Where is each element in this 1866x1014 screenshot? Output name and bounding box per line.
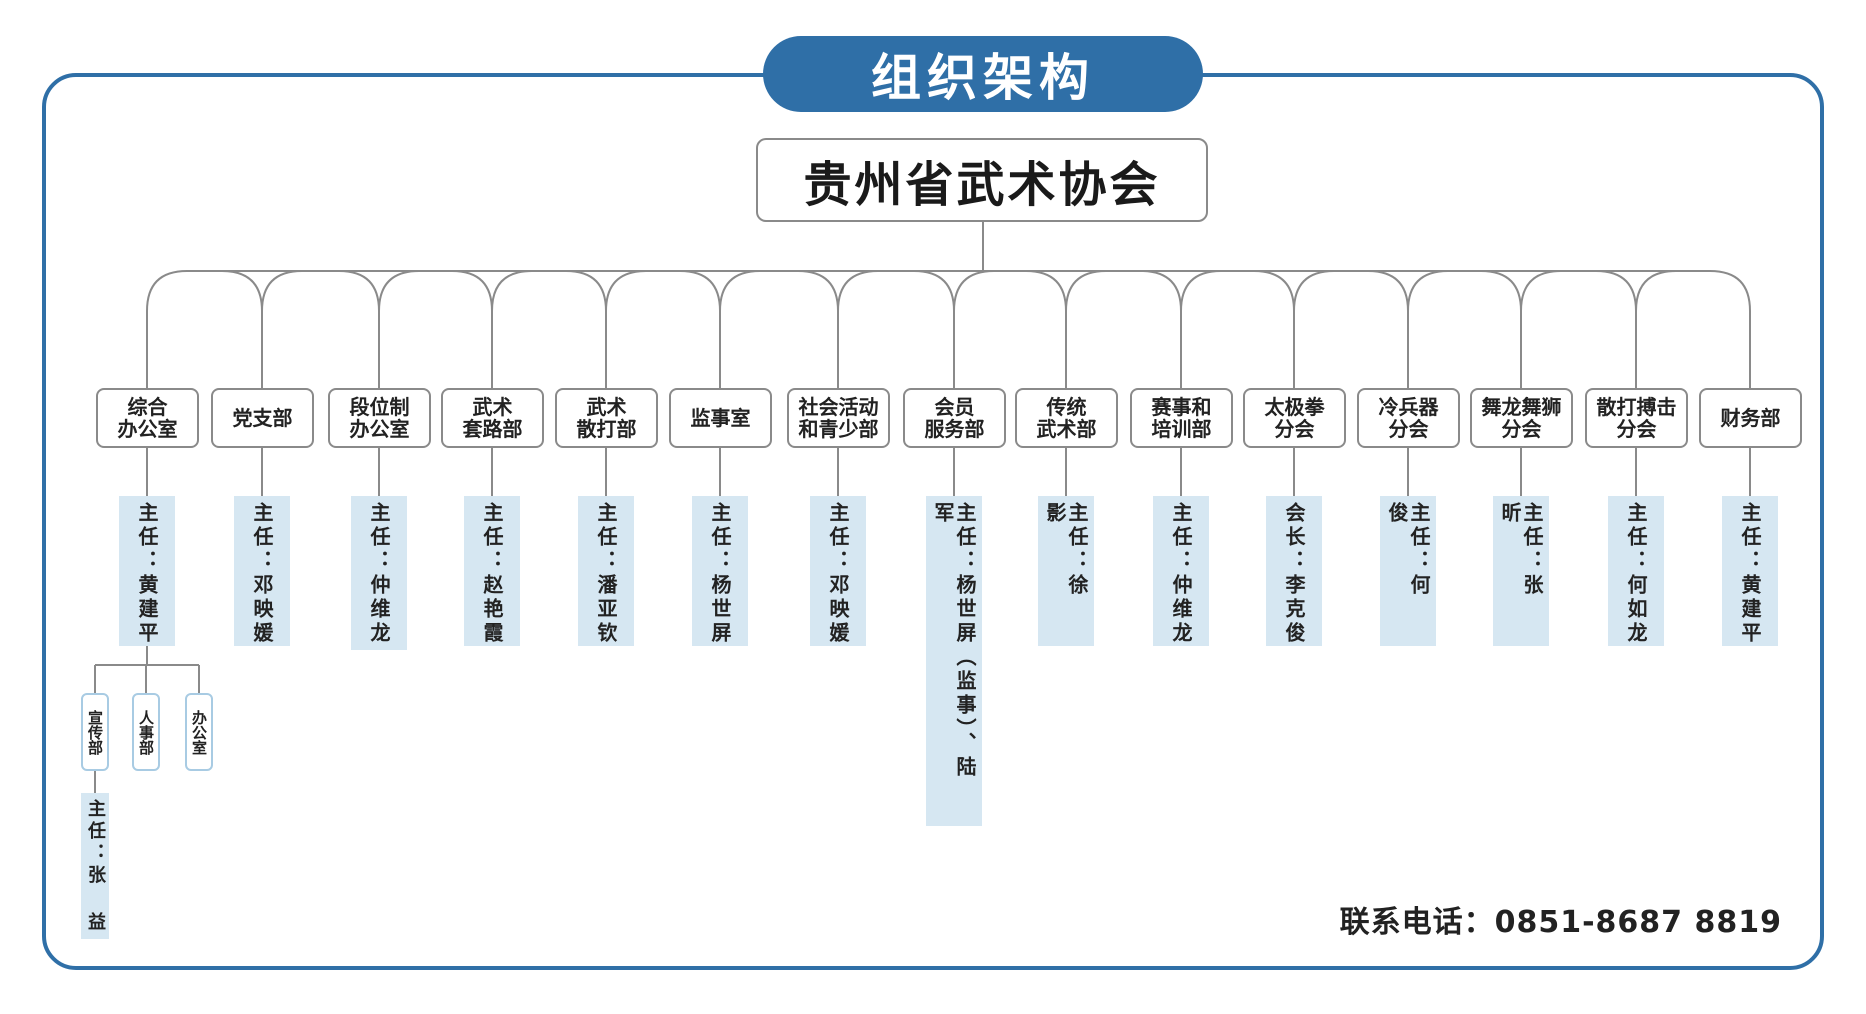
branch-curve <box>679 270 761 388</box>
branch-curve <box>1367 270 1449 388</box>
branch-curve <box>913 270 995 388</box>
department-box: 冷兵器 分会 <box>1357 388 1460 448</box>
department-head-text: 主任：仲维龙 <box>1169 502 1193 646</box>
sub-unit-box: 办公室 <box>185 693 213 771</box>
department-head: 主任：张 昕 <box>1493 496 1549 646</box>
department-head: 主任：杨世屏 <box>692 496 748 646</box>
sub-unit-head: 主任：张 益 <box>81 793 109 939</box>
branch-curve <box>1709 270 1751 388</box>
sub-unit-label: 办公室 <box>190 709 208 755</box>
department-head-text: 主任：何 俊 <box>1385 502 1431 598</box>
branch-curve <box>1253 270 1335 388</box>
department-head: 主任：邓映媛 <box>810 496 866 646</box>
department-head: 主任：潘亚钦 <box>578 496 634 646</box>
department-box: 段位制 办公室 <box>328 388 431 448</box>
department-head: 主任：黄建平 <box>1722 496 1778 646</box>
department-box: 综合 办公室 <box>96 388 199 448</box>
sub-unit-label: 人事部 <box>137 709 155 755</box>
department-head: 主任：徐 影 <box>1038 496 1094 646</box>
department-head-text: 会长：李克俊 <box>1282 502 1306 646</box>
branch-curve <box>338 270 420 388</box>
department-head-text: 主任：仲维龙 <box>367 502 391 646</box>
department-head-text: 主任：张 昕 <box>1498 502 1544 598</box>
contact-phone: 联系电话：0851-8687 8819 <box>1339 905 1782 940</box>
department-head: 主任：何 俊 <box>1380 496 1436 646</box>
department-box: 社会活动 和青少部 <box>787 388 890 448</box>
department-box: 赛事和 培训部 <box>1130 388 1233 448</box>
sub-unit-box: 人事部 <box>132 693 160 771</box>
branch-curve <box>1140 270 1222 388</box>
department-head: 主任：仲维龙 <box>351 496 407 650</box>
department-box: 散打搏击 分会 <box>1585 388 1688 448</box>
root-organization: 贵州省武术协会 <box>756 138 1208 222</box>
department-head: 主任：仲维龙 <box>1153 496 1209 646</box>
branch-curve <box>1025 270 1107 388</box>
department-box: 党支部 <box>211 388 314 448</box>
department-head-text: 主任：邓映媛 <box>250 502 274 646</box>
department-box: 财务部 <box>1699 388 1802 448</box>
department-head: 会长：李克俊 <box>1266 496 1322 646</box>
branch-curve <box>797 270 879 388</box>
branch-curve <box>1595 270 1677 388</box>
department-head-text: 主任：徐 影 <box>1043 502 1089 598</box>
department-head-text: 主任：杨世屏 <box>708 502 732 646</box>
branch-curve <box>1480 270 1562 388</box>
department-head-text: 主任：黄建平 <box>1738 502 1762 646</box>
department-box: 监事室 <box>669 388 772 448</box>
sub-unit-head-text: 主任：张 益 <box>85 799 106 934</box>
department-box: 太极拳 分会 <box>1243 388 1346 448</box>
sub-unit-box: 宣传部 <box>81 693 109 771</box>
department-head: 主任：赵艳霞 <box>464 496 520 646</box>
department-head-text: 主任：何如龙 <box>1624 502 1648 646</box>
department-head: 主任：何如龙 <box>1608 496 1664 646</box>
branch-curve <box>221 270 303 388</box>
branch-curve <box>146 270 188 388</box>
sub-unit-label: 宣传部 <box>86 709 104 755</box>
department-box: 武术 散打部 <box>555 388 658 448</box>
department-head-text: 主任：邓映媛 <box>826 502 850 646</box>
department-head-text: 主任：潘亚钦 <box>594 502 618 646</box>
department-head: 主任：邓映媛 <box>234 496 290 646</box>
department-box: 舞龙舞狮 分会 <box>1470 388 1573 448</box>
branch-curve <box>565 270 647 388</box>
department-head: 主任：黄建平 <box>119 496 175 646</box>
department-head-text: 主任：赵艳霞 <box>480 502 504 646</box>
department-box: 传统 武术部 <box>1015 388 1118 448</box>
department-box: 武术 套路部 <box>441 388 544 448</box>
department-head-text: 主任：黄建平 <box>135 502 159 646</box>
department-head-text: 主任：杨世屏（监事）、陆 军 <box>931 502 977 780</box>
department-head: 主任：杨世屏（监事）、陆 军 <box>926 496 982 826</box>
page-title-banner: 组织架构 <box>763 36 1203 112</box>
branch-curve <box>451 270 533 388</box>
department-box: 会员 服务部 <box>903 388 1006 448</box>
